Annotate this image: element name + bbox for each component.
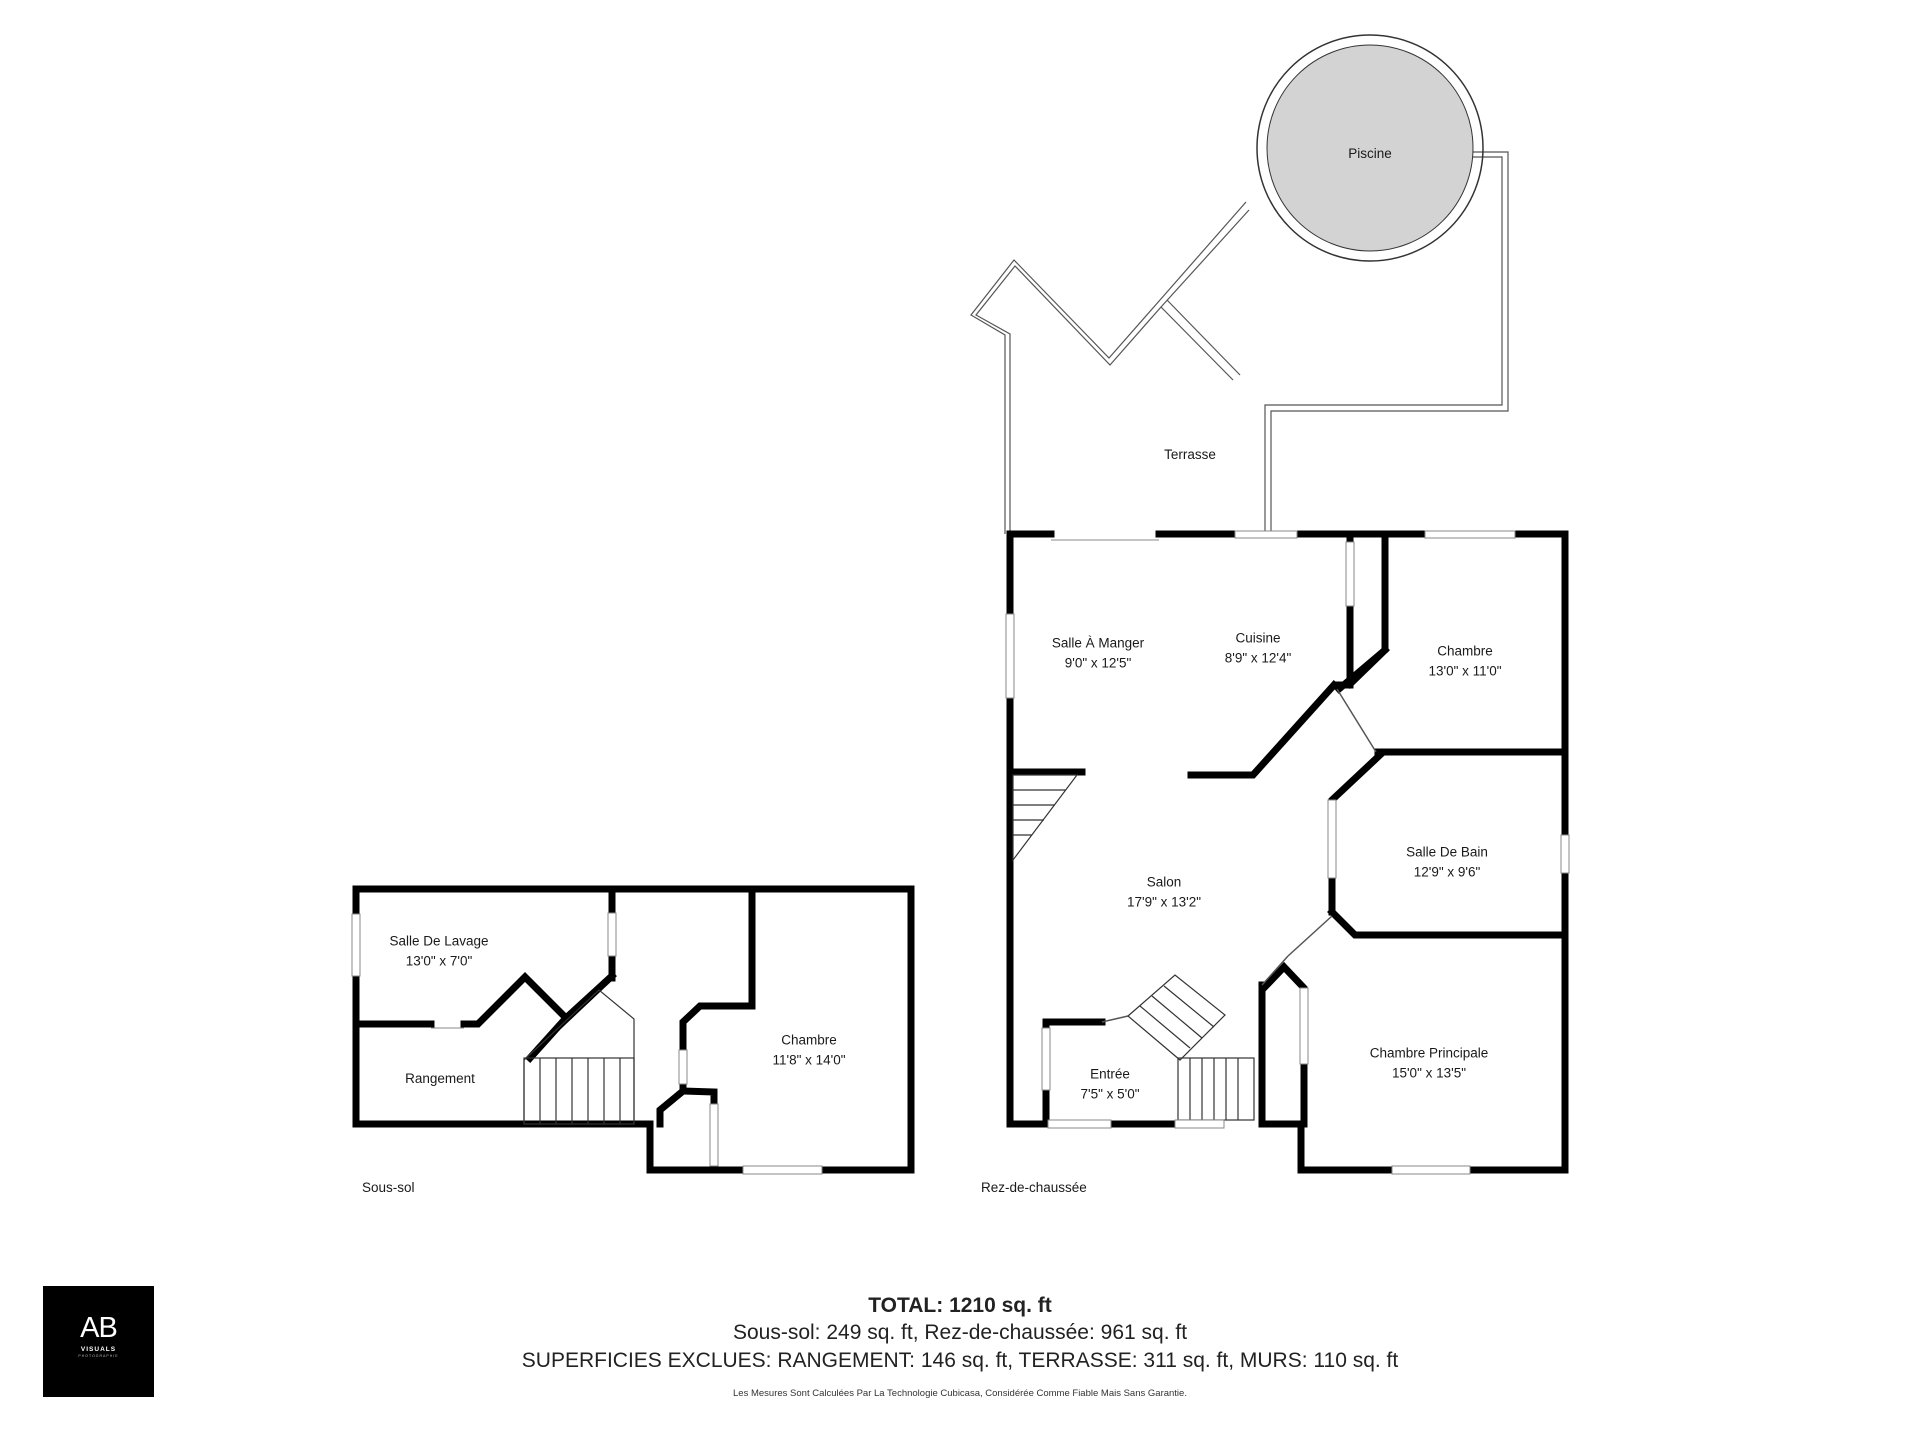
room-dimensions: 7'5" x 5'0" <box>1080 1086 1140 1101</box>
ground-floor-windows <box>1005 530 1570 1175</box>
room-label-cuisine: Cuisine 8'9" x 12'4" <box>1225 628 1292 667</box>
room-name: Salon <box>1146 874 1182 890</box>
pool <box>1256 34 1484 262</box>
room-name: Salle À Manger <box>1051 635 1145 651</box>
room-dimensions: 12'9" x 9'6" <box>1413 864 1481 879</box>
room-name: Piscine <box>1348 146 1392 162</box>
room-name: Terrasse <box>1164 447 1216 463</box>
area-summary: TOTAL: 1210 sq. ft Sous-sol: 249 sq. ft,… <box>522 1292 1398 1399</box>
room-name: Entrée <box>1090 1066 1130 1082</box>
basement-windows <box>351 912 823 1175</box>
ground-floor-partitions <box>1101 688 1377 1023</box>
room-name: Rangement <box>405 1071 475 1087</box>
room-name: Chambre <box>1437 643 1493 659</box>
total-area: TOTAL: 1210 sq. ft <box>868 1294 1052 1317</box>
disclaimer: Les Mesures Sont Calculées Par La Techno… <box>733 1387 1187 1399</box>
room-label-salle-de-lavage: Salle De Lavage 13'0" x 7'0" <box>389 931 488 970</box>
room-label-rangement: Rangement <box>405 1069 475 1089</box>
room-name: Cuisine <box>1235 630 1281 646</box>
room-name: Salle De Bain <box>1406 844 1488 860</box>
ground-floor-stairs <box>1012 774 1255 1121</box>
logo-tagline: PHOTOGRAPHIE <box>78 1354 119 1358</box>
basement-stairs <box>523 989 635 1125</box>
room-dimensions: 8'9" x 12'4" <box>1224 650 1292 665</box>
room-label-entree: Entrée 7'5" x 5'0" <box>1080 1064 1139 1103</box>
room-dimensions: 11'8" x 14'0" <box>772 1052 846 1067</box>
room-label-chambre-principale: Chambre Principale 15'0" x 13'5" <box>1370 1043 1489 1082</box>
room-dimensions: 13'0" x 7'0" <box>405 953 473 968</box>
room-name: Chambre Principale <box>1369 1045 1489 1061</box>
room-label-terrasse: Terrasse <box>1164 445 1216 465</box>
ab-visuals-logo: AB VISUALS PHOTOGRAPHIE <box>43 1286 154 1397</box>
logo-subtitle: VISUALS <box>80 1346 117 1353</box>
room-label-chambre-ss: Chambre 11'8" x 14'0" <box>772 1030 845 1069</box>
excluded-areas: SUPERFICIES EXCLUES: RANGEMENT: 146 sq. … <box>521 1348 1399 1372</box>
room-dimensions: 9'0" x 12'5" <box>1064 655 1132 670</box>
room-label-salle-a-manger: Salle À Manger 9'0" x 12'5" <box>1052 633 1144 672</box>
room-name: Salle De Lavage <box>389 933 489 949</box>
floor-area-breakdown: Sous-sol: 249 sq. ft, Rez-de-chaussée: 9… <box>732 1321 1188 1345</box>
terrace-outline <box>970 151 1509 534</box>
logo-mark: AB <box>80 1312 118 1344</box>
floor-label-sous-sol: Sous-sol <box>362 1180 415 1195</box>
room-name: Chambre <box>781 1032 837 1048</box>
room-label-salle-de-bain: Salle De Bain 12'9" x 9'6" <box>1406 842 1488 881</box>
room-label-chambre-rdc: Chambre 13'0" x 11'0" <box>1428 641 1501 680</box>
room-dimensions: 15'0" x 13'5" <box>1391 1065 1467 1080</box>
room-label-salon: Salon 17'9" x 13'2" <box>1127 872 1201 911</box>
room-dimensions: 17'9" x 13'2" <box>1126 894 1202 909</box>
room-dimensions: 13'0" x 11'0" <box>1428 663 1502 678</box>
room-label-piscine: Piscine <box>1348 144 1392 164</box>
floor-label-rez-de-chaussee: Rez-de-chaussée <box>981 1180 1087 1195</box>
